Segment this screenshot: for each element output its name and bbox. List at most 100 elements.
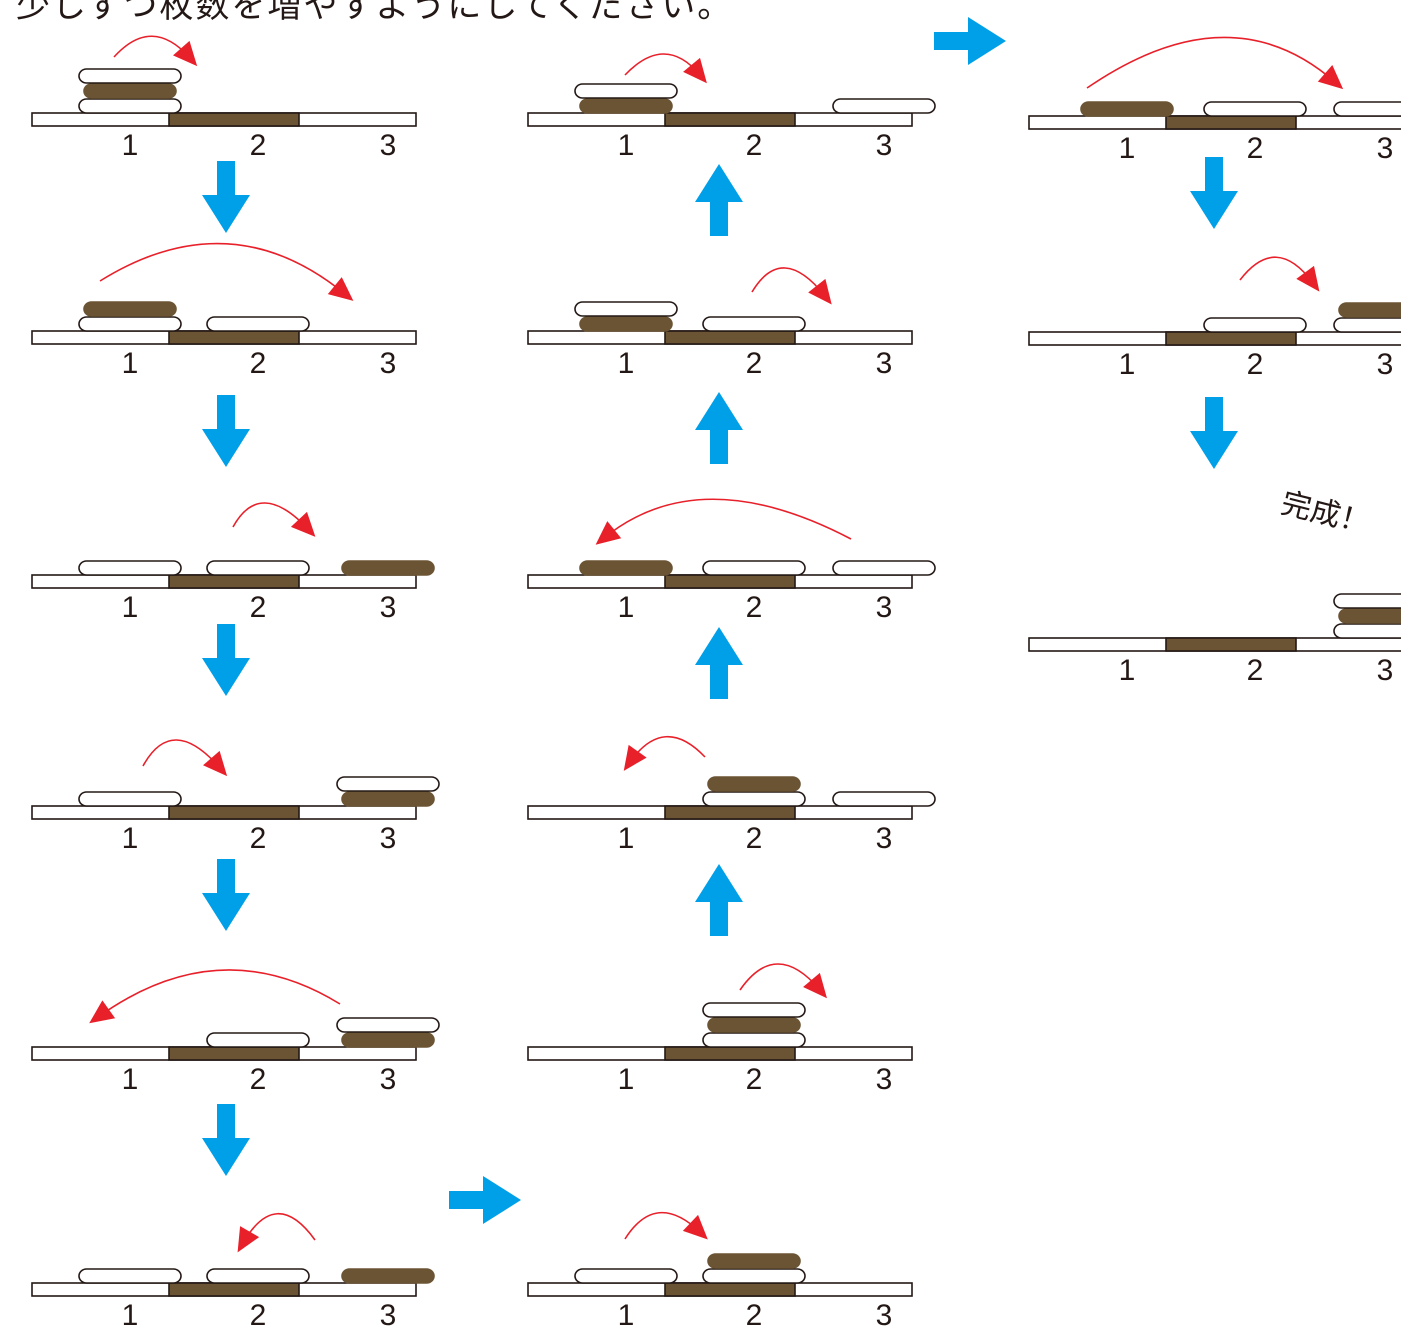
peg-label-2: 2 [746,1299,763,1327]
flow-arrow-up-icon [695,864,743,936]
board-center-slot [168,330,300,345]
move-arrow-icon [113,35,198,67]
white-disk [78,68,182,84]
move-arrow-icon [99,242,354,301]
move-arrow-head [1317,65,1344,90]
white-disk [702,560,806,576]
white-disk [832,791,936,807]
white-disk [78,791,182,807]
peg-label-2: 2 [1247,348,1264,381]
board-center-slot [1165,115,1297,130]
white-disk [78,316,182,332]
peg-label-1: 1 [618,591,635,624]
peg-label-3: 3 [380,347,397,380]
move-arrow-icon [1239,256,1320,292]
dark-disk [579,98,673,114]
move-arrow-curve [751,267,826,297]
white-disk [1333,593,1401,609]
peg-label-1: 1 [618,129,635,162]
board-center-slot [168,1046,300,1061]
white-disk [832,98,936,114]
flow-arrow-down-icon [1190,397,1238,469]
dark-disk [83,83,177,99]
move-arrow-head [808,278,832,305]
peg-label-3: 3 [380,1299,397,1327]
flow-arrow-down-icon [202,395,250,467]
dark-disk [707,776,801,792]
board-center-slot [664,1046,796,1061]
move-arrow-head [623,744,647,771]
move-arrow-head [203,750,228,777]
move-arrow-head [803,972,827,999]
white-disk [336,1017,440,1033]
peg-label-3: 3 [876,822,893,855]
peg-label-1: 1 [618,347,635,380]
move-arrow-icon [624,1211,708,1240]
move-arrow-head [1296,265,1320,292]
move-arrow-curve [739,963,821,991]
move-arrow-icon [1086,36,1344,90]
peg-label-2: 2 [250,1299,267,1327]
board-center-slot [664,574,796,589]
peg-label-2: 2 [250,1063,267,1096]
move-arrow-curve [99,242,346,295]
peg-label-3: 3 [1377,132,1394,165]
move-arrow-curve [97,969,341,1018]
board-center-slot [168,1282,300,1297]
dark-disk [1338,608,1401,624]
move-arrow-head [89,1000,116,1024]
peg-label-2: 2 [250,129,267,162]
white-disk [574,301,678,317]
peg-label-1: 1 [122,129,139,162]
white-disk [206,560,310,576]
move-arrow-icon [739,963,827,999]
white-disk [336,776,440,792]
dark-disk [341,1032,435,1048]
move-arrow-head [290,511,316,537]
move-arrow-head [327,277,354,301]
board-center-slot [664,805,796,820]
peg-label-3: 3 [380,591,397,624]
board-center-slot [664,330,796,345]
move-arrow-curve [142,739,221,769]
dark-disk [341,1268,435,1284]
peg-label-2: 2 [250,822,267,855]
board-center-slot [664,112,796,127]
peg-label-3: 3 [876,347,893,380]
move-arrow-curve [603,498,852,540]
flow-arrow-down-icon [1190,157,1238,229]
white-disk [1203,101,1307,117]
move-arrow-icon [237,1213,316,1253]
white-disk [78,98,182,114]
peg-label-2: 2 [250,347,267,380]
peg-label-2: 2 [250,591,267,624]
move-arrow-icon [232,502,316,537]
flow-arrow-right-icon [449,1176,521,1224]
dark-disk [579,560,673,576]
flow-arrow-down-icon [202,859,250,931]
white-disk [1333,623,1401,639]
move-arrow-head [173,40,198,67]
move-arrow-head [683,57,707,84]
white-disk [78,560,182,576]
white-disk [574,1268,678,1284]
white-disk [206,316,310,332]
move-arrow-icon [142,739,228,777]
flow-arrow-up-icon [695,164,743,236]
flow-arrow-down-icon [202,161,250,233]
white-disk [702,316,806,332]
peg-label-1: 1 [1119,348,1136,381]
white-disk [206,1268,310,1284]
board-center-slot [168,112,300,127]
board-center-slot [1165,637,1297,652]
peg-label-3: 3 [876,1063,893,1096]
